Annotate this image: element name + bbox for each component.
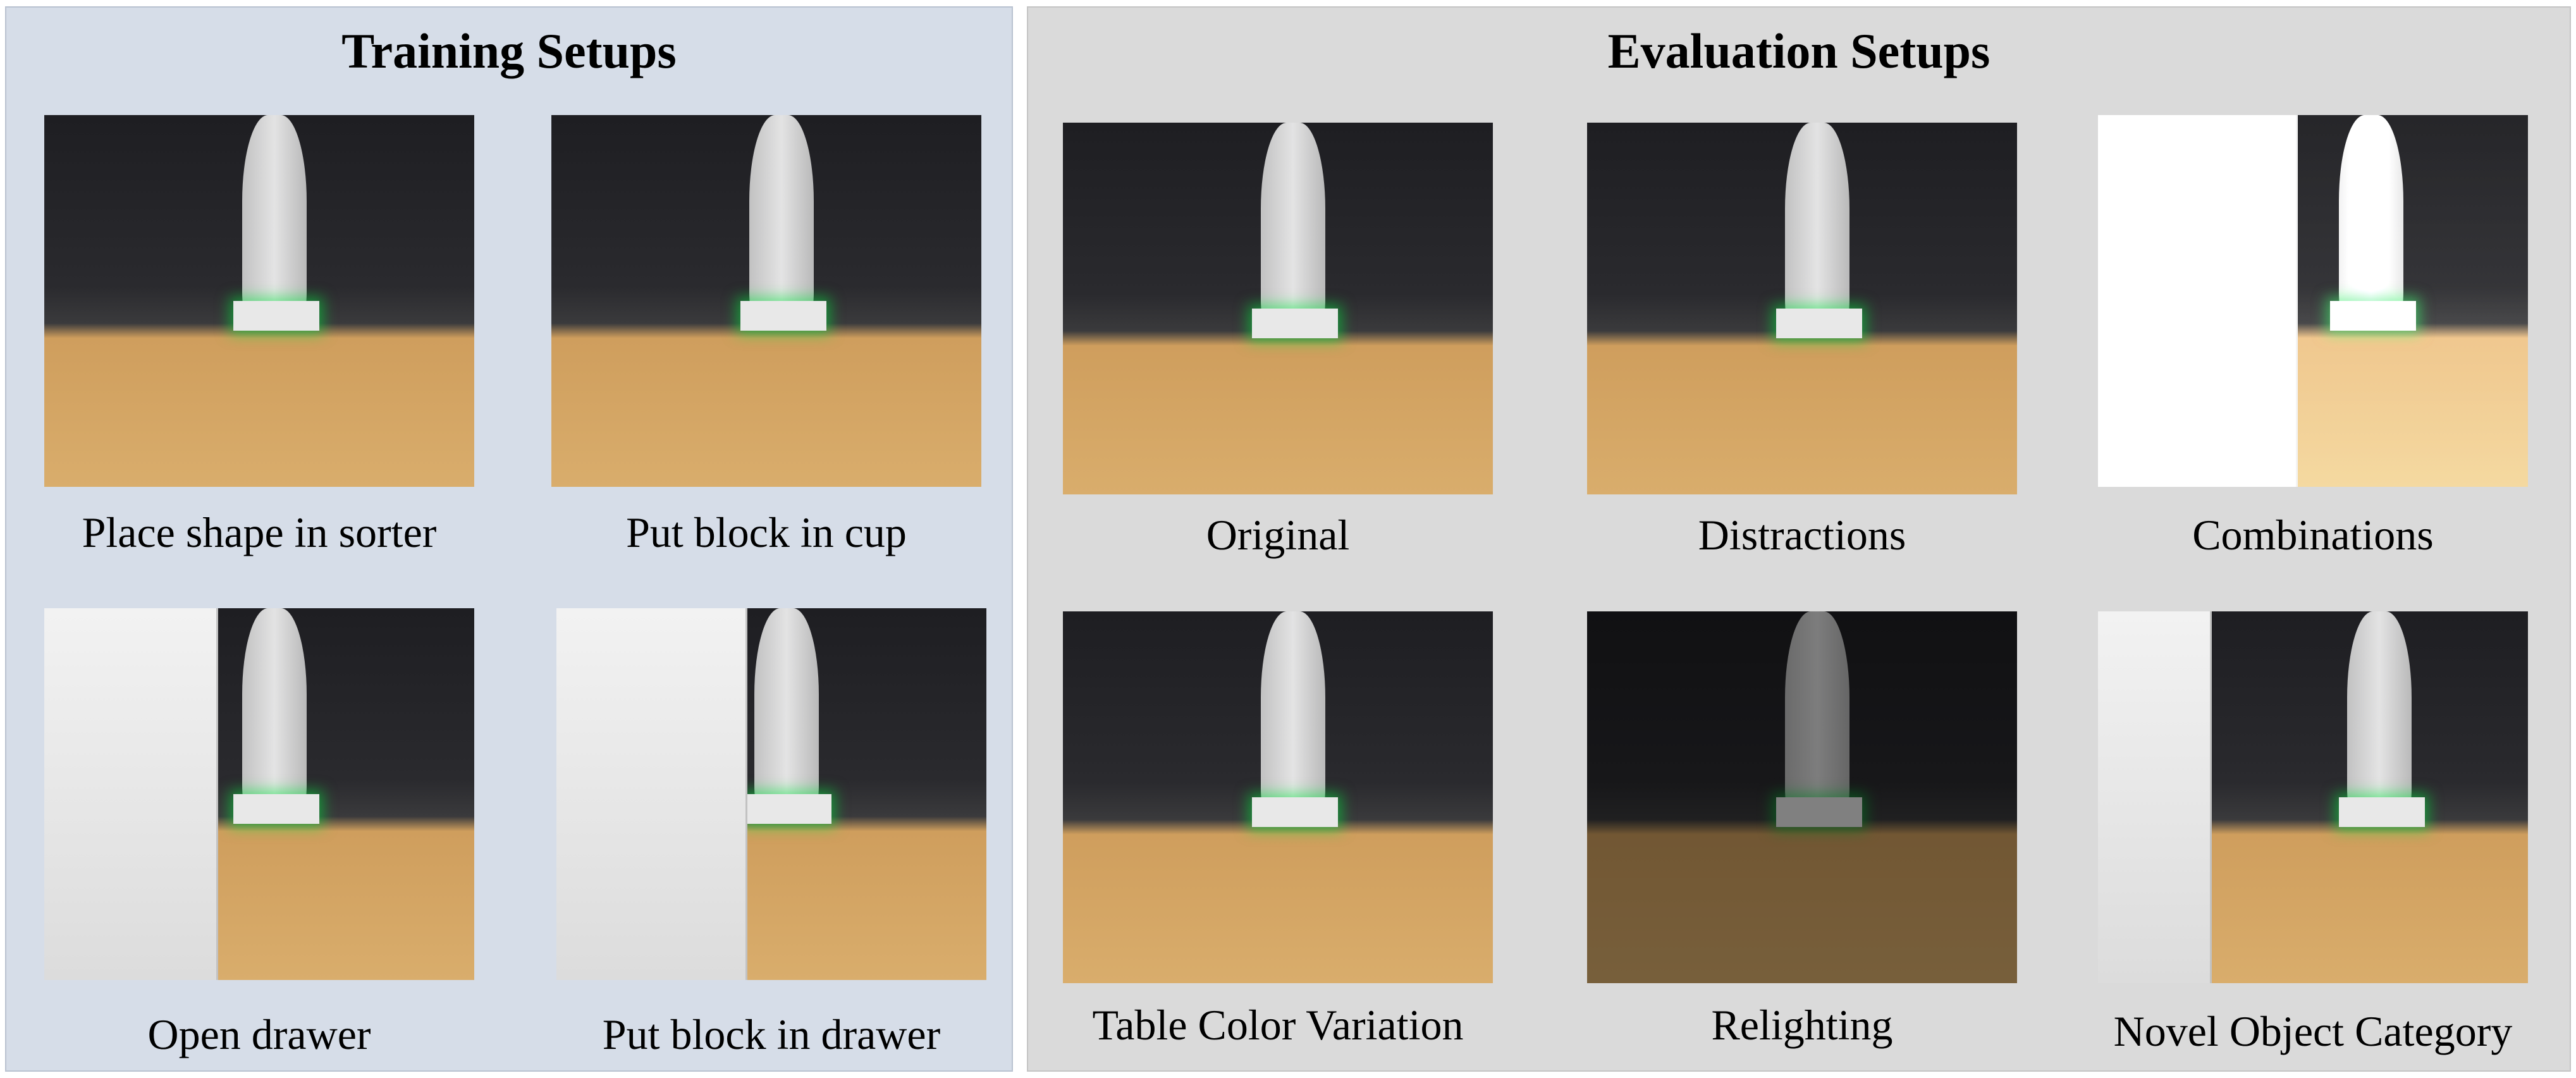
eval-tile-original: Original — [1063, 123, 1493, 556]
robot-base — [1776, 309, 1863, 339]
robot-arm — [749, 115, 814, 331]
caption: Open drawer — [147, 1010, 371, 1058]
robot-arm — [1260, 123, 1325, 339]
caption: Novel Object Category — [2113, 1007, 2513, 1055]
photo-table-color — [1063, 611, 1493, 983]
photo-combinations — [2098, 115, 2528, 487]
robot-arm — [1260, 611, 1325, 828]
caption: Put block in drawer — [602, 1010, 941, 1058]
caption: Distractions — [1698, 511, 1906, 559]
robot-arm — [242, 608, 307, 824]
robot-base — [2338, 797, 2425, 828]
photo-distractions — [1587, 123, 2017, 494]
photo-relighting — [1587, 611, 2017, 983]
photo-put-block-drawer — [556, 608, 986, 980]
robot-arm — [242, 115, 307, 331]
photo-original — [1063, 123, 1493, 494]
eval-tile-distractions: Distractions — [1587, 123, 2017, 556]
caption: Place shape in sorter — [82, 508, 437, 556]
drawer-unit — [2098, 115, 2298, 487]
training-tile-block-drawer: Put block in drawer — [556, 608, 986, 1056]
caption: Put block in cup — [626, 508, 907, 556]
eval-tile-combinations: Combinations — [2098, 115, 2528, 556]
eval-tile-table-color: Table Color Variation — [1063, 611, 1493, 1046]
caption: Original — [1206, 511, 1350, 559]
training-panel: Training Setups Place shape in sorter Pu… — [5, 6, 1013, 1072]
eval-tile-relighting: Relighting — [1587, 611, 2017, 1046]
robot-base — [1252, 309, 1339, 339]
caption: Table Color Variation — [1092, 1001, 1464, 1049]
robot-base — [740, 301, 827, 331]
robot-arm — [2338, 115, 2403, 331]
robot-arm — [1784, 123, 1849, 339]
photo-open-drawer — [44, 608, 474, 980]
training-tile-open-drawer: Open drawer — [44, 608, 474, 1056]
eval-tile-novel-object: Novel Object Category — [2098, 611, 2528, 1053]
robot-arm — [754, 608, 819, 824]
drawer-unit — [2098, 611, 2212, 983]
robot-base — [745, 794, 832, 824]
robot-arm — [1784, 611, 1849, 828]
robot-base — [1776, 797, 1863, 828]
evaluation-title: Evaluation Setups — [1607, 23, 1990, 78]
robot-base — [233, 794, 320, 824]
caption: Combinations — [2192, 511, 2434, 559]
robot-base — [1252, 797, 1339, 828]
training-tile-sorter: Place shape in sorter — [44, 115, 474, 554]
photo-novel-object — [2098, 611, 2528, 983]
evaluation-panel: Evaluation Setups Original Distractions … — [1027, 6, 2571, 1072]
robot-arm — [2347, 611, 2412, 828]
photo-put-block-cup — [551, 115, 981, 487]
caption: Relighting — [1711, 1001, 1893, 1049]
robot-base — [233, 301, 320, 331]
robot-base — [2330, 301, 2417, 331]
training-tile-cup: Put block in cup — [551, 115, 981, 554]
photo-place-shape — [44, 115, 474, 487]
drawer-unit — [556, 608, 748, 980]
drawer-unit — [44, 608, 218, 980]
training-title: Training Setups — [341, 23, 677, 78]
